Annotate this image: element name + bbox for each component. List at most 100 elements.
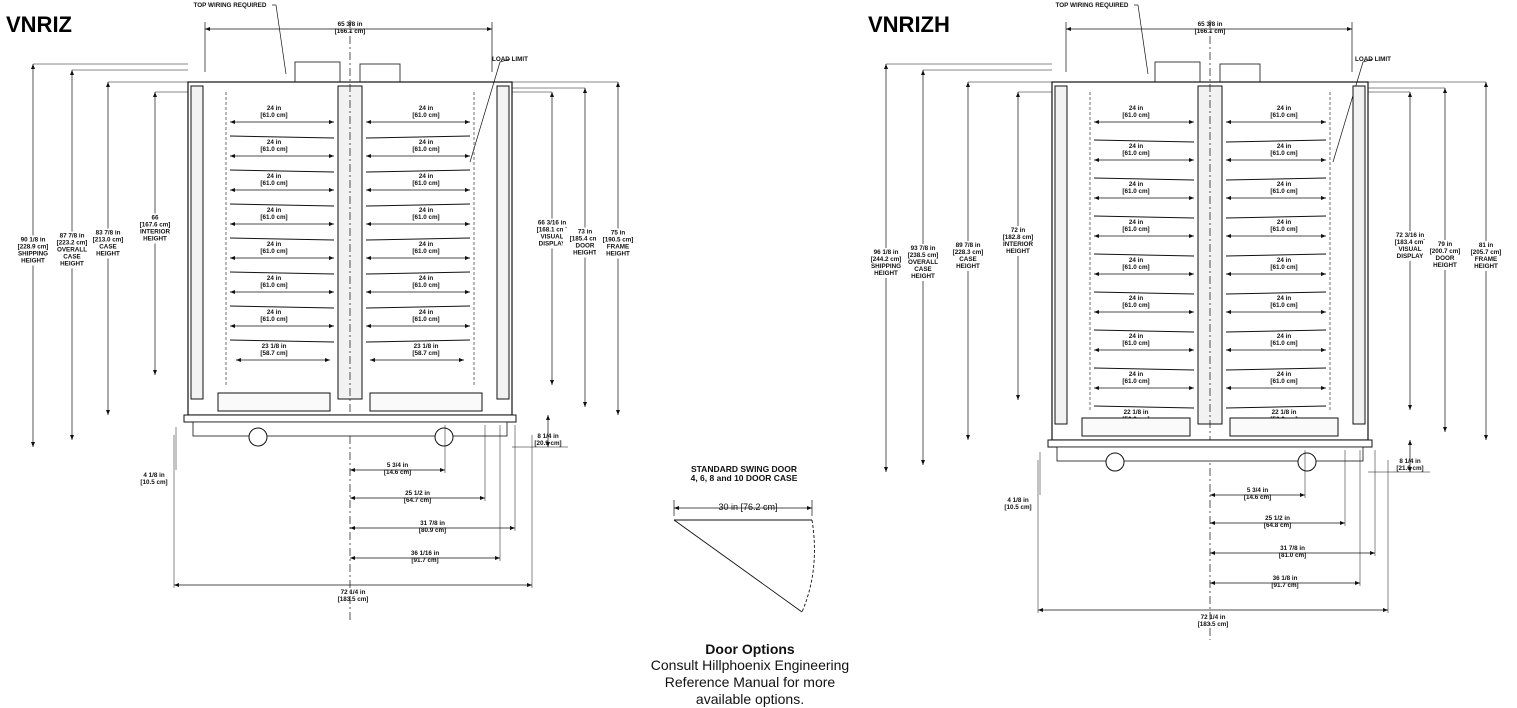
bottom-shelf-left: 23 1/8 in[58.7 cm] <box>260 343 287 357</box>
arrow <box>230 154 235 158</box>
outline <box>1154 61 1201 83</box>
shelf-width-right: 24 in[61.0 cm] <box>1270 143 1297 157</box>
dim-line <box>1093 177 1195 181</box>
shelf-width-left: 24 in[61.0 cm] <box>1122 105 1149 119</box>
dim-line <box>229 135 335 139</box>
arrow <box>550 380 554 385</box>
arrow <box>1189 234 1194 238</box>
label-bg <box>13 235 53 266</box>
door-options-note: Door Options Consult Hillphoenix Enginee… <box>600 641 900 708</box>
foot-offset-label: 4 1/8 in[10.5 cm] <box>1004 497 1031 511</box>
load-limit-label: LOAD LIMIT <box>1355 56 1391 63</box>
arrow <box>1226 158 1231 162</box>
arrow <box>1408 405 1412 410</box>
arrow <box>370 358 375 362</box>
arrow <box>350 556 355 560</box>
arrow <box>366 324 371 328</box>
arrow <box>1189 196 1194 200</box>
arrow <box>1340 521 1345 525</box>
dim-line <box>365 305 471 309</box>
arrow <box>546 415 550 420</box>
case-title: VNRIZ <box>6 12 72 37</box>
door-options-title: Door Options <box>705 641 795 657</box>
arrow <box>1226 234 1231 238</box>
dim-line <box>229 203 335 207</box>
wheel <box>434 427 454 447</box>
arrow <box>205 27 210 31</box>
dim-line <box>229 305 335 309</box>
arrow <box>1300 493 1305 497</box>
d-31-7-8-label: 31 7/8 in[80.9 cm] <box>419 520 446 534</box>
arrow <box>329 188 334 192</box>
dim-line <box>229 237 335 241</box>
outline <box>192 421 508 437</box>
arrow <box>1189 120 1194 124</box>
arrow <box>230 256 235 260</box>
dim-line <box>469 61 501 163</box>
outline <box>496 85 510 400</box>
arrow <box>230 222 235 226</box>
shelf-width-left: 24 in[61.0 cm] <box>260 207 287 221</box>
arrow <box>921 460 925 465</box>
dim-line <box>1093 329 1195 333</box>
shelf-width-left: 24 in[61.0 cm] <box>1122 219 1149 233</box>
arrow <box>1094 272 1099 276</box>
arrow <box>884 467 888 472</box>
arrow <box>1226 348 1231 352</box>
width-72-label: 72 1/4 in[183.5 cm] <box>338 589 369 603</box>
arrow <box>1347 27 1352 31</box>
arrow <box>465 290 470 294</box>
dim-line <box>1093 367 1195 371</box>
arrow <box>1210 493 1215 497</box>
label-bg <box>998 226 1038 256</box>
shelf-width-left: 24 in[61.0 cm] <box>1122 143 1149 157</box>
arrow <box>1443 88 1447 93</box>
base-height-label: 8 1/4 in[20.9 cm] <box>534 433 561 447</box>
d-5-3-4-label: 5 3/4 in[14.6 cm] <box>1244 487 1271 501</box>
outline <box>294 61 341 83</box>
arrow <box>153 92 157 97</box>
dim-line <box>365 237 471 241</box>
shelf-width-right: 24 in[61.0 cm] <box>1270 105 1297 119</box>
dim-line <box>1225 177 1327 181</box>
outline <box>1229 417 1339 437</box>
arrow <box>70 70 74 75</box>
shelf-width-left: 24 in[61.0 cm] <box>260 275 287 289</box>
arrow <box>1189 348 1194 352</box>
dim-line <box>365 203 471 207</box>
dim-line <box>365 339 471 343</box>
arrow <box>366 222 371 226</box>
dim-line <box>1225 215 1327 219</box>
dim-line <box>275 4 287 75</box>
arrow <box>674 506 679 510</box>
outline <box>1219 63 1261 83</box>
arrow <box>1321 272 1326 276</box>
arrow <box>465 154 470 158</box>
d-36-label: 36 1/8 in[91.7 cm] <box>1271 575 1298 589</box>
shelf-width-left: 24 in[61.0 cm] <box>260 105 287 119</box>
d-36-label: 36 1/16 in[91.7 cm] <box>411 550 440 564</box>
dim-line <box>499 58 511 63</box>
arrow <box>1321 196 1326 200</box>
outline <box>1352 85 1366 425</box>
label-bg <box>1423 240 1467 270</box>
dim-line <box>1225 367 1327 371</box>
shelf-width-right: 24 in[61.0 cm] <box>412 207 439 221</box>
arrow <box>1210 521 1215 525</box>
arrow <box>1321 234 1326 238</box>
arrow <box>1226 272 1231 276</box>
arrow <box>70 435 74 440</box>
shelf-width-left: 24 in[61.0 cm] <box>260 173 287 187</box>
arrow <box>329 154 334 158</box>
arrow <box>31 442 35 447</box>
dim-line <box>1225 329 1327 333</box>
label-bg <box>135 213 175 244</box>
arrow <box>1189 272 1194 276</box>
